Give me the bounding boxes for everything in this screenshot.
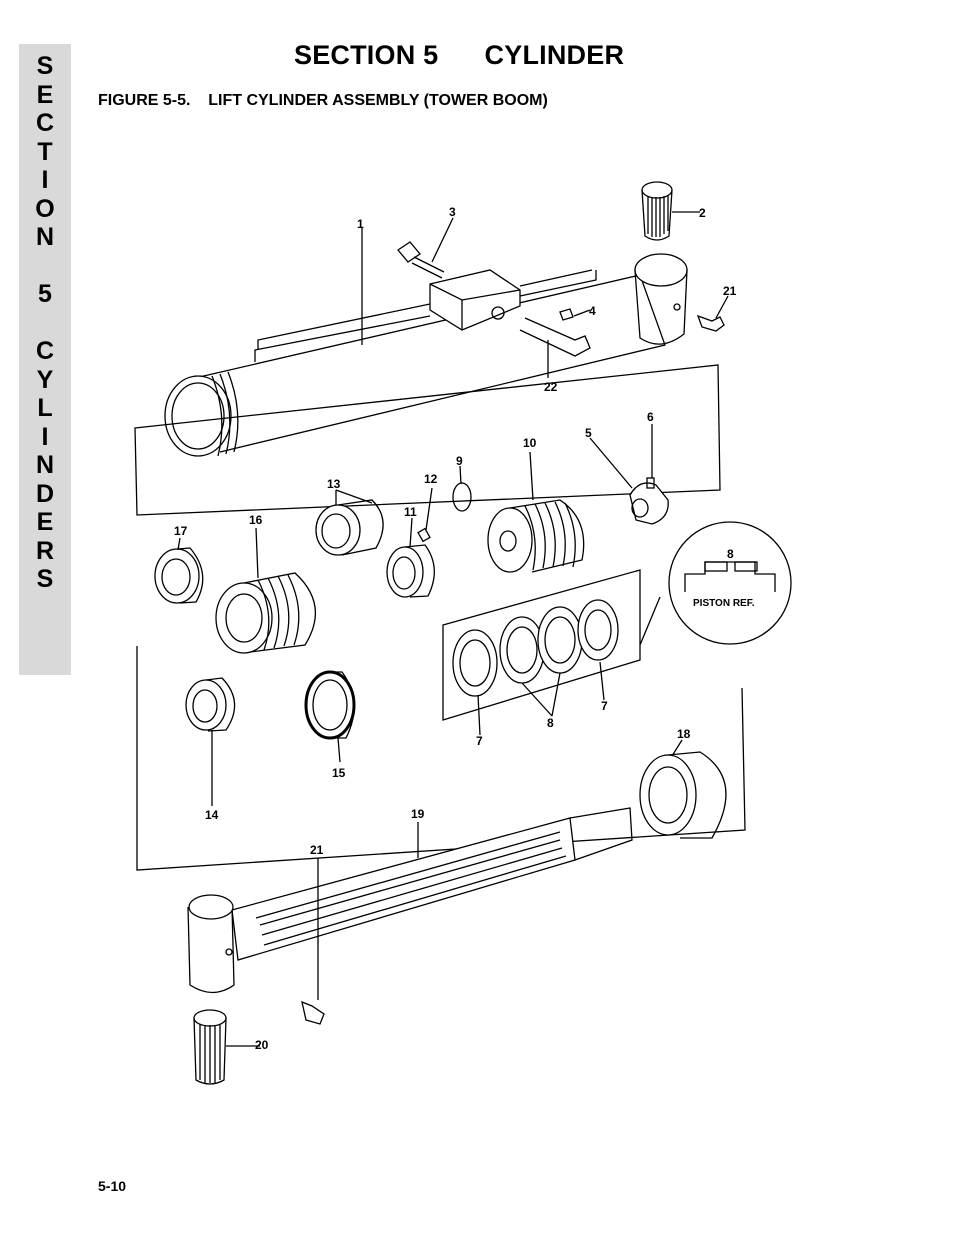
panel-head	[137, 575, 445, 875]
side-tab-letter: I	[41, 166, 49, 194]
panel-rod	[136, 646, 746, 871]
side-tab-letter: S	[36, 52, 54, 80]
fittings	[519, 308, 591, 357]
side-tab-letter: L	[37, 394, 53, 422]
side-tab-letter: E	[36, 508, 54, 536]
callout-13: 13	[327, 477, 341, 491]
side-tab-letter: C	[35, 109, 55, 137]
callout-22: 22	[544, 380, 558, 394]
side-tab-letter: T	[37, 137, 53, 166]
side-tab-letter: N	[35, 223, 55, 251]
side-tab-letter: E	[36, 80, 54, 109]
callout-7-left: 7	[476, 734, 483, 748]
wiper	[154, 547, 204, 604]
callout-6: 6	[647, 410, 654, 424]
side-tab-letters: S E C T I O N 5 C Y L I N D E R S	[19, 52, 71, 594]
stop-nut	[629, 477, 669, 525]
callout-9: 9	[456, 454, 463, 468]
panel-barrel	[134, 364, 721, 516]
cylinder-barrel	[164, 253, 688, 457]
o-ring	[452, 482, 472, 512]
callout-16: 16	[249, 513, 263, 527]
callout-8: 8	[547, 716, 554, 730]
gland-nut	[639, 751, 727, 839]
callout-21-bottom: 21	[310, 843, 324, 857]
side-tab-letter: O	[35, 194, 55, 223]
section-title: SECTION 5 CYLINDER	[294, 40, 625, 70]
piston	[487, 499, 585, 573]
side-tab-letter: R	[35, 536, 55, 565]
figure-title: FIGURE 5-5. LIFT CYLINDER ASSEMBLY (TOWE…	[98, 92, 548, 109]
bushing-bottom	[193, 1009, 227, 1085]
side-tab-letter: Y	[36, 365, 54, 394]
spacer	[386, 527, 435, 598]
wear-ring-13	[315, 499, 384, 556]
cylinder-head	[215, 572, 317, 654]
callout-1: 1	[357, 217, 364, 231]
page-number: 5-10	[98, 1178, 127, 1194]
side-tab-letter: D	[35, 479, 55, 508]
callout-5: 5	[585, 426, 592, 440]
bushing-14	[185, 677, 236, 732]
grease-fitting-bottom	[301, 1000, 325, 1025]
callout-3: 3	[449, 205, 456, 219]
piston-ref-inset	[639, 521, 792, 646]
callout-12: 12	[424, 472, 438, 486]
callout-2: 2	[699, 206, 706, 220]
side-tab-letter: I	[41, 422, 49, 451]
piston-rod	[187, 807, 633, 994]
bushing-top	[641, 181, 673, 241]
piston-seals	[452, 599, 619, 697]
inset-label: PISTON REF.	[693, 598, 755, 609]
callout-18: 18	[677, 727, 691, 741]
callout-4: 4	[589, 304, 596, 318]
rod-seal	[304, 670, 356, 740]
callout-11: 11	[404, 505, 417, 519]
callout-8-inset: 8	[727, 547, 734, 561]
grease-fitting-top	[696, 314, 725, 332]
callout-21-top: 21	[723, 284, 737, 298]
callout-17: 17	[174, 524, 188, 538]
callout-14: 14	[205, 808, 219, 822]
side-tab-letter: C	[35, 337, 55, 365]
callout-7-right: 7	[601, 699, 608, 713]
callout-15: 15	[332, 766, 346, 780]
callout-10: 10	[523, 436, 537, 450]
section-side-tab: S E C T I O N 5 C Y L I N D E R S	[19, 44, 71, 675]
side-tab-letter: S	[36, 565, 54, 593]
callout-19: 19	[411, 807, 425, 821]
side-tab-letter: N	[35, 451, 55, 479]
panel-piston-seals	[442, 569, 641, 721]
callout-20: 20	[255, 1038, 269, 1052]
bolt	[397, 241, 445, 279]
side-tab-letter: 5	[38, 280, 52, 308]
